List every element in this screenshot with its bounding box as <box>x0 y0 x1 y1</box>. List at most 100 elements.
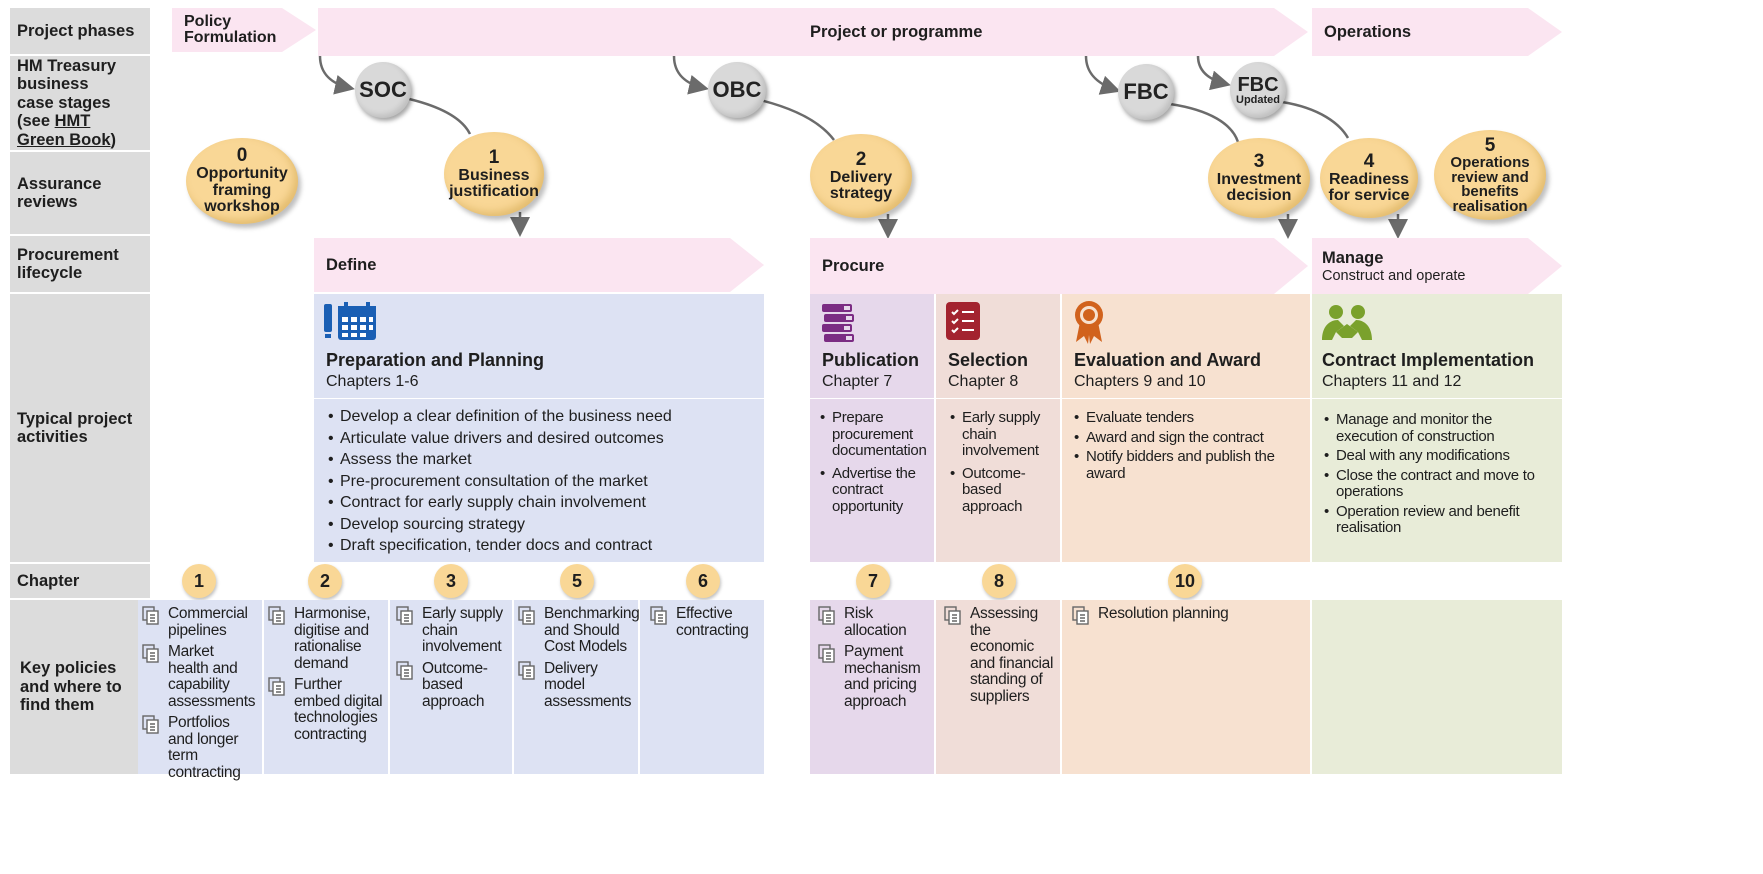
chapter-2-badge: 2 <box>308 564 342 598</box>
document-stack-icon <box>518 606 535 625</box>
list-item: Evaluate tenders <box>1072 409 1288 427</box>
review-3: 3 Investment decision <box>1208 138 1310 218</box>
policies-operations-empty <box>1312 600 1562 774</box>
document-stack-icon <box>268 606 285 625</box>
contract-bullets: Manage and monitor the execution of cons… <box>1322 411 1556 540</box>
books-icon <box>822 304 854 342</box>
row-label-chapter: Chapter <box>10 564 150 598</box>
document-stack-icon <box>142 606 159 625</box>
document-stack-icon <box>518 660 535 680</box>
document-stack-icon <box>944 606 961 625</box>
chapter-5-badge: 5 <box>560 564 594 598</box>
document-stack-icon <box>818 644 835 663</box>
list-item: Develop a clear definition of the busine… <box>326 406 756 428</box>
list-item: Pre-procurement consultation of the mark… <box>326 471 756 493</box>
panel-publication: Publication Chapter 7 Prepare procuremen… <box>810 294 934 562</box>
chapter-10-badge: 10 <box>1168 564 1202 598</box>
policies-chapter-10: Resolution planning <box>1062 600 1310 774</box>
review-5: 5 Operations review and benefits realisa… <box>1434 130 1546 220</box>
list-item: Assess the market <box>326 449 756 471</box>
document-stack-icon <box>396 660 413 680</box>
list-item: Advertise the contract opportunity <box>818 465 934 516</box>
list-item: Award and sign the contract <box>1072 429 1288 447</box>
prep-chapters: Chapters 1-6 <box>326 373 419 390</box>
selection-title: Selection <box>948 350 1029 370</box>
document-stack-icon <box>1072 606 1089 625</box>
prep-title: Preparation and Planning <box>326 350 545 370</box>
document-stack-icon <box>396 606 413 625</box>
chapter-7-badge: 7 <box>856 564 890 598</box>
panel-preparation-planning: Preparation and Planning Chapters 1-6 De… <box>314 294 764 562</box>
selection-chapter: Chapter 8 <box>948 373 1019 390</box>
lifecycle-procure: Procure <box>810 238 1308 294</box>
review-1: 1 Business justification <box>444 132 544 216</box>
panel-evaluation-award: Evaluation and Award Chapters 9 and 10 E… <box>1062 294 1310 562</box>
document-stack-icon <box>650 606 667 625</box>
list-item: Notify bidders and publish the award <box>1072 448 1288 482</box>
document-stack-icon <box>818 606 835 625</box>
contract-chapters: Chapters 11 and 12 <box>1322 373 1462 390</box>
business-case-fbc-updated: FBC Updated <box>1230 62 1286 118</box>
hmt-green-book-link-2[interactable]: Green Book <box>17 130 111 149</box>
document-stack-icon <box>268 677 285 696</box>
list-item: Draft specification, tender docs and con… <box>326 535 756 557</box>
phase-project-programme: Project or programme <box>318 8 1308 56</box>
document-stack-icon <box>142 715 159 734</box>
row-label-hmt-business-case: HM Treasury business case stages (see HM… <box>10 56 150 150</box>
chapter-6-badge: 6 <box>686 564 720 598</box>
panel-contract-implementation: Contract Implementation Chapters 11 and … <box>1312 294 1562 562</box>
lifecycle-manage: Manage Construct and operate <box>1312 238 1562 294</box>
policy-item[interactable]: Resolution planning <box>1072 605 1310 626</box>
calendar-icon <box>324 302 376 340</box>
prep-bullets: Develop a clear definition of the busine… <box>326 406 756 557</box>
chapter-8-badge: 8 <box>982 564 1016 598</box>
list-item: Early supply chain involvement <box>948 409 1048 460</box>
list-item: Contract for early supply chain involvem… <box>326 492 756 514</box>
business-case-obc: OBC <box>708 62 766 118</box>
chapter-1-badge: 1 <box>182 564 216 598</box>
checklist-icon <box>946 302 980 340</box>
publication-title: Publication <box>822 350 920 370</box>
list-item: Outcome-based approach <box>948 465 1048 516</box>
list-item: Develop sourcing strategy <box>326 514 756 536</box>
document-stack-icon <box>142 644 159 663</box>
award-rosette-icon <box>1075 301 1103 344</box>
review-0: 0 Opportunity framing workshop <box>186 138 298 224</box>
lifecycle-define: Define <box>314 238 764 292</box>
selection-bullets: Early supply chain involvement Outcome-b… <box>948 409 1048 521</box>
hmt-green-book-link[interactable]: HMT <box>54 112 91 131</box>
evaluation-bullets: Evaluate tenders Award and sign the cont… <box>1072 409 1288 485</box>
panel-selection: Selection Chapter 8 Early supply chain i… <box>936 294 1060 562</box>
publication-chapter: Chapter 7 <box>822 373 893 390</box>
review-4: 4 Readiness for service <box>1320 138 1418 218</box>
business-case-soc: SOC <box>355 62 411 118</box>
evaluation-chapters: Chapters 9 and 10 <box>1074 373 1206 390</box>
review-2: 2 Delivery strategy <box>810 134 912 218</box>
chapter-3-badge: 3 <box>434 564 468 598</box>
